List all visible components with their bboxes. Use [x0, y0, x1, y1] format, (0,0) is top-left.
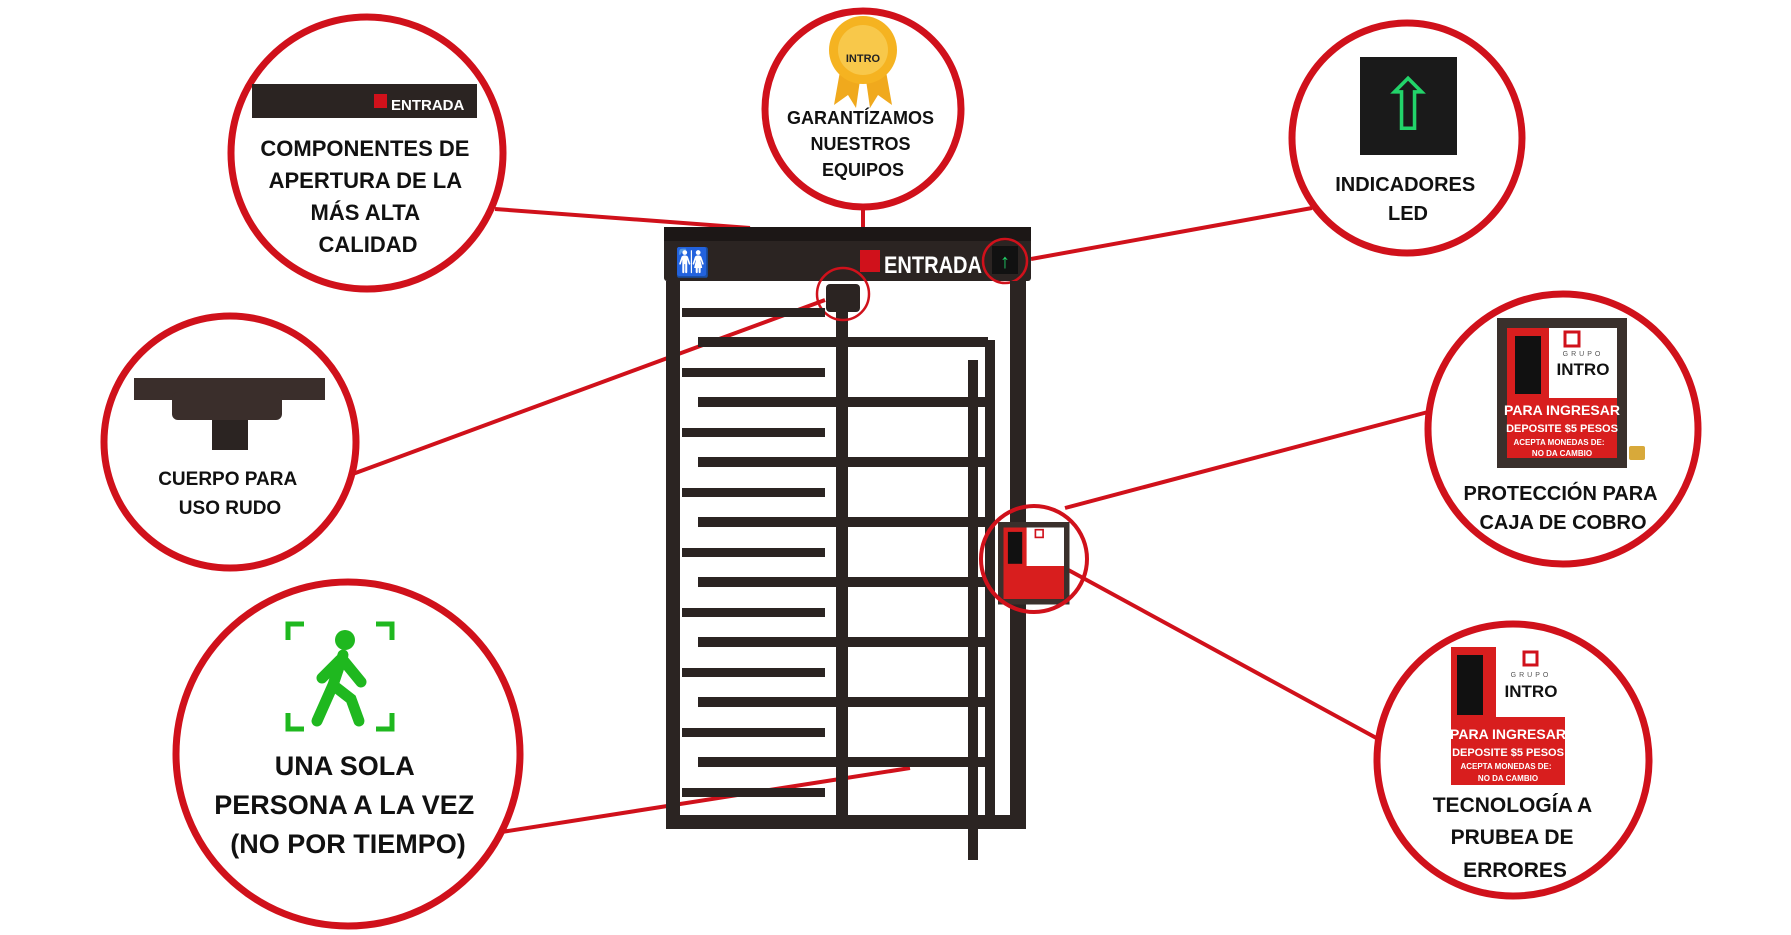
- walking-person-icon: [285, 621, 395, 732]
- led-panel: [1360, 57, 1457, 155]
- coinbox-line2: DEPOSITE $5 PESOS: [1506, 423, 1618, 435]
- callout-led: ⇧ INDICADORES LED: [1288, 19, 1526, 257]
- badge-text: INTRO: [846, 53, 881, 65]
- coinbox-brand: INTRO: [1557, 360, 1610, 379]
- coinbox-line1: PARA INGRESAR: [1450, 726, 1566, 742]
- callout-body-text: CUERPO PARA USO RUDO: [158, 469, 302, 519]
- callout-single-person: UNA SOLA PERSONA A LA VEZ (NO POR TIEMPO…: [172, 578, 524, 930]
- callout-components-text: COMPONENTES DE APERTURA DE LA MÁS ALTA C…: [260, 136, 475, 257]
- led-arrow-icon: ↑: [1000, 251, 1010, 273]
- led-arrow-icon: ⇧: [1378, 66, 1438, 146]
- callout-led-text: INDICADORES LED: [1335, 174, 1481, 225]
- callout-single-person-text: UNA SOLA PERSONA A LA VEZ (NO POR TIEMPO…: [214, 751, 482, 859]
- callout-guarantee-text: GARANTÍZAMOS NUESTROS EQUIPOS: [787, 107, 939, 180]
- coinbox-thumbnail-2: GRUPO INTRO PARA INGRESAR DEPOSITE $5 PE…: [1450, 647, 1566, 785]
- callout-error-proof: GRUPO INTRO PARA INGRESAR DEPOSITE $5 PE…: [1373, 620, 1653, 900]
- callout-error-proof-text: TECNOLOGÍA A PRUBEA DE ERRORES: [1433, 794, 1598, 882]
- coinbox-brand-small: GRUPO: [1511, 672, 1552, 679]
- coinbox-line2: DEPOSITE $5 PESOS: [1452, 747, 1564, 759]
- mount-thumbnail: [134, 378, 325, 450]
- coinbox-line3: ACEPTA MONEDAS DE:: [1460, 762, 1551, 771]
- coinbox-line4: NO DA CAMBIO: [1532, 449, 1592, 458]
- callout-body: CUERPO PARA USO RUDO: [100, 312, 360, 572]
- award-badge-icon: INTRO: [829, 16, 897, 108]
- padlock-icon: [1629, 446, 1645, 460]
- coinbox-brand-small: GRUPO: [1563, 351, 1604, 358]
- callout-components: ENTRADA COMPONENTES DE APERTURA DE LA MÁ…: [227, 13, 507, 293]
- callout-protection: GRUPO INTRO PARA INGRESAR DEPOSITE $5 PE…: [1424, 290, 1702, 568]
- turnstile-image: 🚻 ENTRADA ↑: [664, 227, 1089, 860]
- brand-logo-icon: [860, 250, 880, 272]
- coinbox-line4: NO DA CAMBIO: [1478, 774, 1538, 783]
- restroom-icon: 🚻: [675, 246, 710, 279]
- coinbox-brand: INTRO: [1505, 682, 1558, 701]
- sign-thumbnail-text: ENTRADA: [391, 97, 464, 114]
- sign-thumbnail: [252, 84, 477, 118]
- turnstile-sign: ENTRADA: [884, 252, 982, 279]
- coinbox-thumbnail: GRUPO INTRO PARA INGRESAR DEPOSITE $5 PE…: [1495, 316, 1645, 470]
- callout-protection-text: PROTECCIÓN PARA CAJA DE COBRO: [1464, 481, 1663, 534]
- coinbox-line3: ACEPTA MONEDAS DE:: [1513, 438, 1604, 447]
- coinbox-line1: PARA INGRESAR: [1504, 402, 1620, 418]
- connector-lines: [349, 206, 1429, 835]
- callout-guarantee: INTRO GARANTÍZAMOS NUESTROS EQUIPOS: [761, 7, 965, 211]
